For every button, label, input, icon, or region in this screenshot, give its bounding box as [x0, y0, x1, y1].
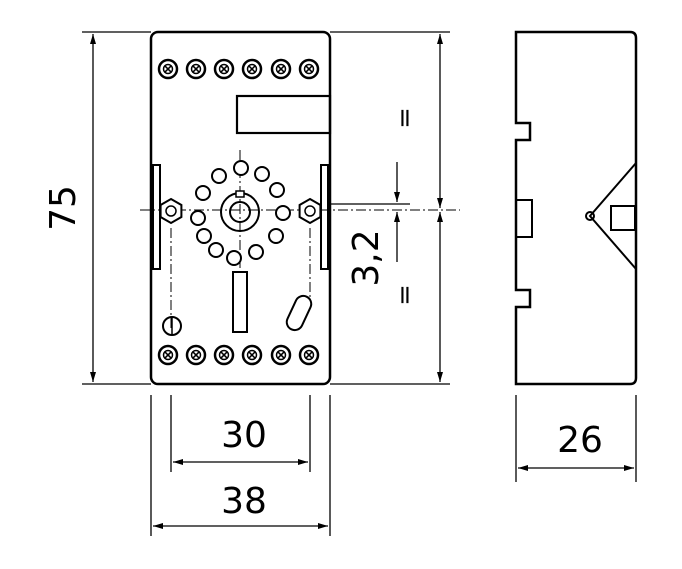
side-body-outline	[514, 30, 638, 386]
inner-width-dimension-label: 30	[221, 415, 267, 456]
socket-body-outline	[149, 30, 332, 386]
right-retaining-clip	[320, 164, 329, 270]
terminal-screw-icon	[270, 58, 292, 80]
terminal-screw-icon	[157, 58, 179, 80]
offset-dimension-label: 3,2	[346, 229, 387, 286]
release-slot	[232, 271, 248, 333]
terminal-screw-icon	[185, 344, 207, 366]
terminal-screw-icon	[185, 58, 207, 80]
left-retaining-clip	[152, 164, 161, 270]
oval-slot	[285, 294, 313, 332]
terminal-screw-icon	[241, 58, 263, 80]
terminal-screw-icon	[213, 58, 235, 80]
label-window	[235, 94, 332, 135]
side-bevel	[588, 162, 637, 270]
din-rail-clip	[517, 199, 533, 238]
bottom-left-hole	[162, 316, 182, 336]
dimension-lines	[82, 31, 637, 536]
top-terminal-row	[157, 58, 320, 80]
terminal-screw-icon	[157, 344, 179, 366]
left-mounting-nut-icon	[159, 198, 183, 224]
equal-lower-mark: =	[390, 284, 420, 306]
terminal-screw-icon	[298, 58, 320, 80]
pivot-point	[585, 211, 595, 221]
terminal-screw-icon	[270, 344, 292, 366]
center-key-socket	[220, 190, 260, 232]
front-view	[140, 30, 460, 386]
bottom-terminal-row	[157, 344, 320, 366]
depth-dimension-label: 26	[557, 420, 603, 461]
terminal-screw-icon	[213, 344, 235, 366]
right-mounting-nut-icon	[298, 198, 322, 224]
height-dimension-label: 75	[43, 185, 84, 231]
side-latch	[610, 205, 636, 231]
side-view	[514, 30, 638, 386]
terminal-screw-icon	[241, 344, 263, 366]
outer-width-dimension-label: 38	[221, 481, 267, 522]
equal-upper-mark: =	[390, 107, 420, 129]
terminal-screw-icon	[298, 344, 320, 366]
pin-socket-ring	[190, 160, 291, 266]
